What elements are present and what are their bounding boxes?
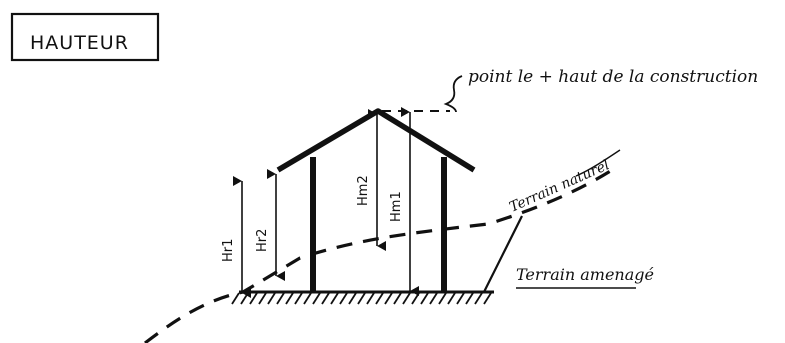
dimension-hm1: Hm1 xyxy=(389,107,419,296)
hatch-stroke xyxy=(438,292,447,305)
hatch-stroke xyxy=(384,292,393,305)
hatch-stroke xyxy=(285,292,294,305)
hatch-stroke xyxy=(231,292,240,305)
developed-ground-annotation: Terrain amenagé xyxy=(516,265,654,289)
hatch-stroke xyxy=(276,292,285,305)
hatch-stroke xyxy=(258,292,267,305)
hatch-stroke xyxy=(339,292,348,305)
title-box: HAUTEUR xyxy=(10,12,160,62)
hatch-stroke xyxy=(465,292,474,305)
hatch-stroke xyxy=(393,292,402,305)
dimension-hm2: Hm2 xyxy=(356,109,386,251)
hatch-stroke xyxy=(483,292,492,305)
hr2-label: Hr2 xyxy=(255,229,270,252)
hatch-stroke xyxy=(267,292,276,305)
hatch-stroke xyxy=(330,292,339,305)
hm2-label: Hm2 xyxy=(356,175,371,206)
hatch-stroke xyxy=(366,292,375,305)
dimension-hr1: Hr1 xyxy=(221,176,251,298)
hatch-stroke xyxy=(474,292,483,305)
hatch-stroke xyxy=(321,292,330,305)
hatch-stroke xyxy=(357,292,366,305)
natural-ground-underline xyxy=(575,149,621,177)
hatch-stroke xyxy=(429,292,438,305)
embankment-line xyxy=(483,215,523,293)
title-text: HAUTEUR xyxy=(30,32,129,54)
hatch-stroke xyxy=(447,292,456,305)
highest-point-label: point le + haut de la construction xyxy=(468,67,758,87)
hatch-stroke xyxy=(240,292,249,305)
hatch-stroke xyxy=(303,292,312,305)
hatch-stroke xyxy=(420,292,429,305)
hr1-label: Hr1 xyxy=(221,239,236,262)
bracket-icon xyxy=(443,75,463,113)
natural-ground-line xyxy=(144,168,613,343)
hatch-stroke xyxy=(348,292,357,305)
natural-ground-label: Terrain naturel xyxy=(507,157,612,215)
hatch-stroke xyxy=(249,292,258,305)
hatch-stroke xyxy=(294,292,303,305)
hatch-stroke xyxy=(402,292,411,305)
dimension-hr2: Hr2 xyxy=(255,169,285,281)
hm1-label: Hm1 xyxy=(389,191,404,222)
ground-hatching xyxy=(231,292,492,305)
hatch-stroke xyxy=(411,292,420,305)
natural-ground: Terrain naturel xyxy=(144,149,621,343)
developed-ground-label: Terrain amenagé xyxy=(516,265,654,284)
hatch-stroke xyxy=(456,292,465,305)
title-frame xyxy=(10,12,160,62)
hatch-stroke xyxy=(375,292,384,305)
highest-point-annotation: point le + haut de la construction xyxy=(382,67,758,113)
hatch-stroke xyxy=(312,292,321,305)
